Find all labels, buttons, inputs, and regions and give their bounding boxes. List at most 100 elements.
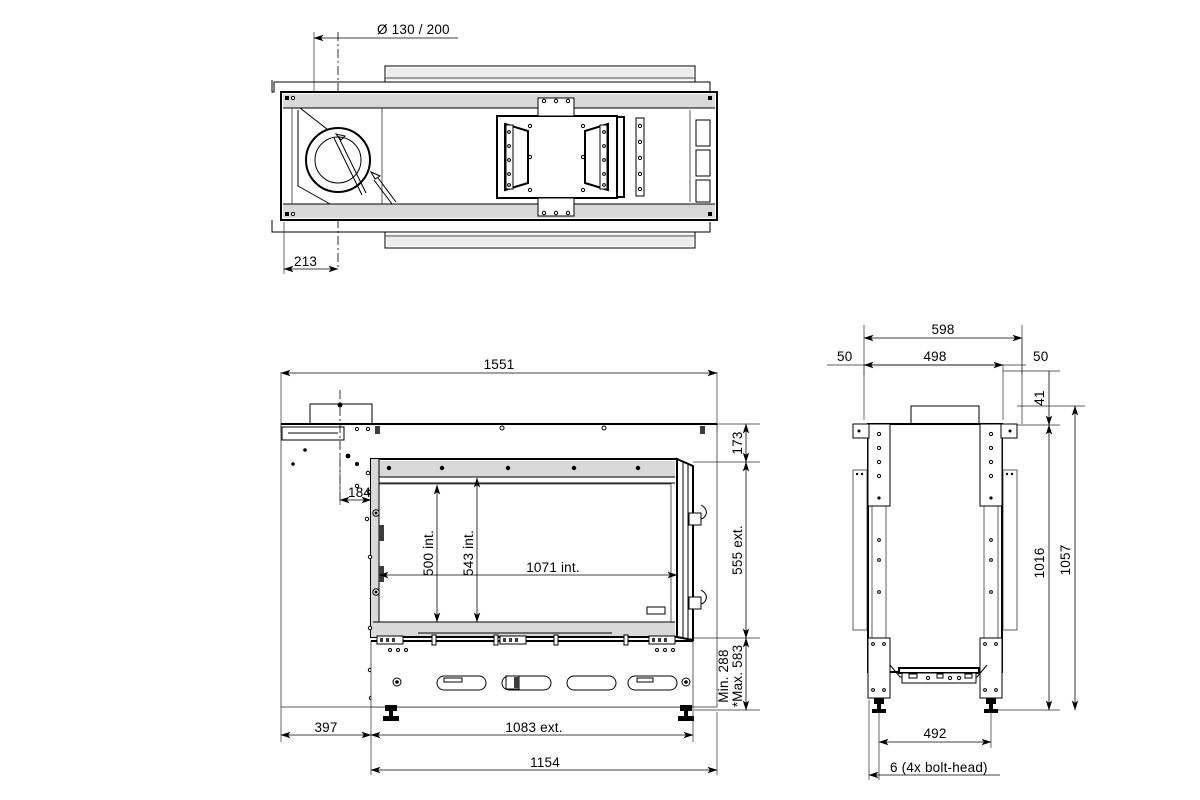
top-view-fix-br — [708, 212, 712, 216]
top-view-duct-top-holes — [541, 98, 571, 104]
top-plate-offset-label: 41 — [1032, 390, 1047, 405]
side-view-tab-left-hole — [857, 429, 861, 433]
flue-inner-circle — [314, 136, 362, 184]
secondary-rod-tip — [369, 170, 382, 180]
firebox-width-label: 1071 int. — [526, 560, 580, 575]
front-view-handle-center-dot — [337, 402, 343, 408]
top-view-duct-top — [537, 97, 575, 117]
front-view-hinge-upper — [688, 512, 702, 526]
top-view-vane-left-strip — [505, 124, 514, 190]
overall-height-label: 1057 — [1058, 545, 1073, 576]
side-view-top-plate — [910, 405, 980, 425]
flue-diameter-label: Ø 130 / 200 — [377, 22, 450, 37]
front-view-foot-left — [383, 705, 399, 721]
body-height-label: 1016 — [1032, 548, 1047, 579]
base-width-label: 1154 — [530, 755, 560, 770]
front-view-plinth-vents — [436, 675, 678, 691]
bolt-head-note-label: 6 (4x bolt-head) — [890, 760, 988, 775]
front-view-firebox-top-band — [373, 461, 675, 477]
front-view-plinth — [370, 640, 694, 708]
side-view-bracket-left-holes — [876, 431, 882, 500]
front-view-top-holes — [354, 425, 705, 434]
top-view-hole-bl — [290, 211, 296, 217]
overall-width-label: 1551 — [484, 357, 515, 372]
front-view-hinge-lower — [688, 596, 702, 610]
front-view-plinth-small-holes — [388, 648, 675, 652]
side-view-leg-detail-marks — [877, 538, 993, 594]
secondary-rod — [373, 177, 397, 205]
top-view-vane-right-holes — [602, 130, 606, 187]
side-view-foot-housing-right — [979, 637, 1003, 699]
overall-depth-label: 598 — [931, 322, 954, 337]
front-view-glass-pane — [374, 483, 672, 629]
body-depth-label: 498 — [923, 349, 946, 364]
side-view-panel-right-holes — [1005, 472, 1014, 476]
damper-rod — [333, 135, 367, 196]
side-view-bracket-right-upper — [979, 423, 1003, 507]
top-view-top-rail — [283, 94, 715, 108]
damper-rod-arrow — [334, 133, 346, 141]
top-view-center-holes — [527, 123, 586, 193]
top-view-bottom-rail — [283, 204, 715, 218]
side-view-foot-housing-right-holes — [983, 642, 998, 692]
top-view-scroll-upper — [299, 107, 333, 134]
top-view-hole-tl — [290, 95, 296, 101]
foot-spacing-label: 492 — [923, 726, 946, 741]
opening-height-label: 555 ext. — [730, 525, 745, 575]
front-view-bolt-right-center — [684, 680, 688, 684]
left-offset-label: 397 — [314, 720, 337, 735]
flue-offset-label: 213 — [294, 254, 317, 269]
front-view-door-edge — [676, 457, 694, 642]
top-view-duct-bottom-holes — [541, 210, 571, 216]
top-view-fix-tl — [285, 96, 289, 100]
side-view-foot-left — [872, 698, 886, 713]
side-view-tray-top — [898, 667, 980, 674]
side-view-foot-housing-left-holes — [871, 642, 886, 692]
side-view-panel-right — [1002, 469, 1018, 631]
top-view-right-bracket-holes — [637, 123, 643, 192]
side-view-panel-left — [852, 469, 868, 631]
top-view-right-panel-3 — [695, 179, 711, 203]
side-view-foot-housing-left — [867, 637, 891, 699]
top-view-vane-left-holes — [507, 130, 511, 187]
front-view-hinge-spring-lower — [700, 589, 707, 605]
front-clearance-label: 50 — [837, 349, 852, 364]
side-view-tab-right-hole — [1008, 429, 1012, 433]
top-view-fix-bl — [285, 212, 289, 216]
top-view-vane-right-strip — [599, 124, 608, 190]
front-view-plinth-hardware — [376, 632, 676, 646]
body-width-ext-label: 1083 ext. — [505, 720, 562, 735]
top-view-scroll-lower — [297, 110, 331, 205]
front-view-group: 1551 — [280, 357, 760, 775]
side-view-tab-left — [852, 423, 870, 439]
side-view-tray-holes — [908, 673, 973, 681]
side-view-bracket-left-upper — [867, 423, 891, 507]
front-view-firebox-top-holes — [386, 465, 641, 471]
front-view-foot-right — [678, 705, 694, 721]
glass-height-label: 500 int. — [421, 530, 436, 576]
top-view-front-plate-fill — [387, 234, 693, 246]
leg-height-max-label: *Max. 583 — [730, 645, 745, 708]
front-view-firebox-bottom-band — [373, 622, 675, 636]
top-view-right-panel-1 — [695, 119, 711, 147]
front-view-hinge-spring-upper — [700, 504, 707, 520]
top-view-rear-plate-fill — [387, 68, 693, 80]
top-view-fix-tr — [708, 96, 712, 100]
front-view-bolt-left-center — [395, 680, 399, 684]
side-view-bracket-right-holes — [988, 431, 994, 500]
top-view-group: Ø 130 / 200 213 — [271, 22, 718, 274]
flue-offset-from-left-label: 184 — [348, 485, 371, 500]
front-view-left-frame — [371, 459, 379, 637]
side-view-foot-right — [984, 698, 998, 713]
leg-height-min-label: Min. 288 — [716, 649, 731, 702]
top-view-duct-bottom — [537, 197, 575, 217]
top-view-rear-flange — [271, 80, 711, 93]
firebox-height-label: 543 int. — [461, 530, 476, 576]
rear-clearance-label: 50 — [1033, 349, 1048, 364]
top-flange-height-label: 173 — [730, 431, 745, 454]
top-view-right-panel-2 — [695, 149, 711, 177]
side-view-group: 598 498 50 50 41 — [827, 322, 1085, 780]
side-view-panel-left-holes — [855, 472, 864, 476]
